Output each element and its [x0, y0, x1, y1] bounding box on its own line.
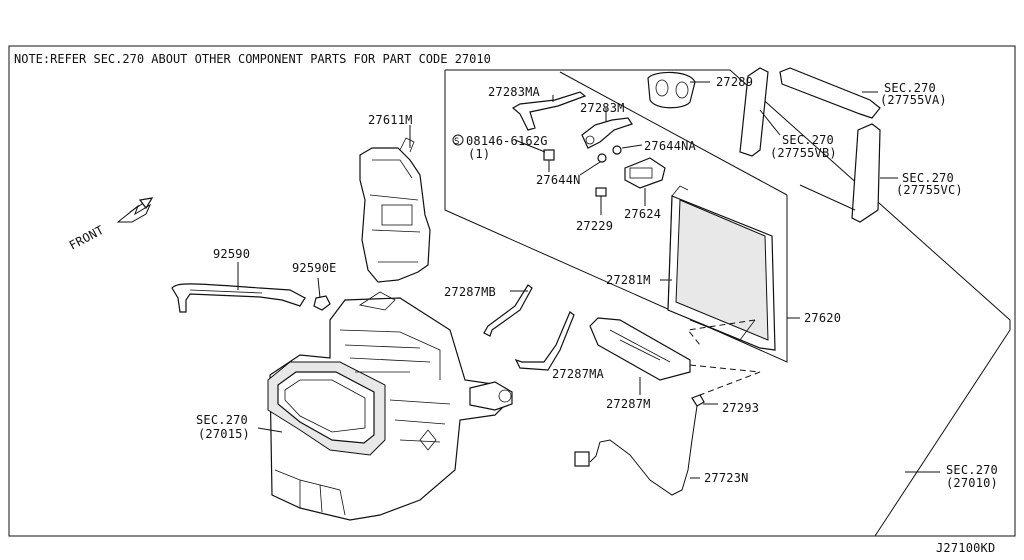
part-08146-bolt [543, 149, 555, 172]
front-arrow-icon [116, 197, 154, 223]
label-27287MA: 27287MA [552, 367, 605, 381]
label-sec270-27015-a: SEC.270 [196, 413, 248, 427]
label-27283MA: 27283MA [488, 85, 541, 99]
label-sec270-27755VB-a: SEC.270 [782, 133, 834, 147]
screw-marker-symbol: S [454, 137, 460, 147]
label-08146-qty: (1) [468, 147, 490, 161]
heater-cooling-unit [267, 291, 513, 521]
label-sec270-27755VB-b: (27755VB) [770, 146, 837, 160]
label-sec270-27755VA-b: (27755VA) [880, 93, 947, 107]
part-27293-clip [691, 394, 705, 407]
part-27755VA-seal [779, 67, 881, 119]
label-27293: 27293 [722, 401, 759, 415]
label-27229: 27229 [576, 219, 613, 233]
assembly-boundary [445, 69, 1011, 537]
label-27287M: 27287M [606, 397, 651, 411]
label-sec270-27015-b: (27015) [198, 427, 250, 441]
part-27289-cover [647, 71, 696, 109]
label-27620: 27620 [804, 311, 841, 325]
label-27644N: 27644N [536, 173, 581, 187]
part-92590-hose [171, 283, 331, 313]
part-27287M-tray [589, 317, 691, 381]
note-text: NOTE:REFER SEC.270 ABOUT OTHER COMPONENT… [14, 52, 491, 66]
part-27281M-evaporator [667, 185, 776, 351]
label-27289: 27289 [716, 75, 753, 89]
label-27624: 27624 [624, 207, 661, 221]
label-27283M: 27283M [580, 101, 625, 115]
label-sec270-27010-b: (27010) [946, 476, 998, 490]
label-sec270-27755VC-a: SEC.270 [902, 171, 954, 185]
part-27755VB-seal [739, 67, 769, 157]
part-27611M-duct [359, 137, 431, 283]
front-label: FRONT [67, 223, 106, 253]
part-27283MA-pipe [511, 91, 587, 131]
label-27644NA: 27644NA [644, 139, 697, 153]
part-27287MB-pipe [483, 284, 533, 337]
part-27644N-clip [597, 145, 622, 163]
part-27755VC-seal [799, 123, 881, 223]
label-sec270-27755VC-b: (27755VC) [896, 183, 963, 197]
label-92590E: 92590E [292, 261, 337, 275]
label-92590: 92590 [213, 247, 250, 261]
part-27229-bolt [595, 187, 607, 215]
part-27624-valve [624, 157, 666, 189]
label-sec270-27755VA-a: SEC.270 [884, 81, 936, 95]
outer-frame [8, 45, 1016, 537]
label-08146-6162G: 08146-6162G [466, 134, 548, 148]
part-27723N-harness [574, 405, 698, 496]
label-sec270-27010-a: SEC.270 [946, 463, 998, 477]
label-27287MB: 27287MB [444, 285, 496, 299]
part-27283M-sensor [581, 117, 633, 149]
label-27723N: 27723N [704, 471, 749, 485]
label-27611M: 27611M [368, 113, 413, 127]
diagram-code: J27100KD [936, 541, 995, 555]
part-27287MA-pipe [514, 311, 575, 371]
label-27281M: 27281M [606, 273, 651, 287]
evaporator-group-boundary [444, 70, 788, 363]
screw-marker-icon [452, 134, 464, 146]
